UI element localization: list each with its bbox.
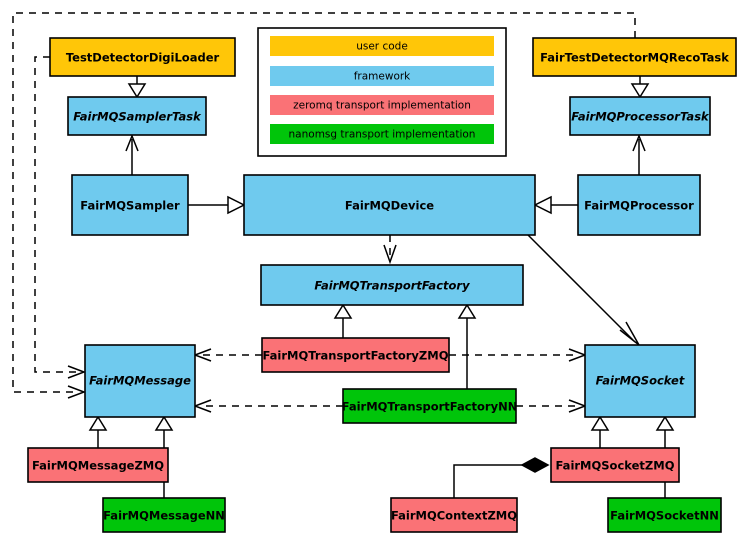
legend-label-user-code: user code — [356, 41, 408, 53]
class-box-fairmqsocketzmq[interactable] — [550, 447, 680, 483]
edge-device-to-transportfactory — [383, 235, 397, 265]
class-box-fairmqtransportfactorynn[interactable] — [342, 388, 517, 424]
class-box-fairmqprocessor[interactable] — [577, 174, 701, 236]
class-label-fairmqprocessortask: FairMQProcessorTask — [571, 110, 710, 124]
class-label-fairmqtransportfactoryzmq: FairMQTransportFactoryZMQ — [262, 349, 448, 363]
class-node-fairmqprocessortask[interactable]: FairMQProcessorTask — [569, 96, 711, 136]
edge-factorynn-to-socket — [516, 399, 588, 413]
class-box-testdetectordigiloader[interactable] — [49, 37, 236, 77]
edge-socketzmq-to-socket — [590, 415, 610, 448]
class-label-fairmqmessagenn: FairMQMessageNN — [103, 509, 225, 523]
edge-layer — [12, 12, 675, 498]
class-label-testdetectordigiloader: TestDetectorDigiLoader — [66, 51, 220, 65]
class-node-fairmqprocessor[interactable]: FairMQProcessor — [577, 174, 701, 236]
edge-factorynn-to-factory — [457, 303, 477, 389]
class-label-fairmqsocket: FairMQSocket — [596, 374, 685, 388]
legend-swatch-framework — [270, 66, 494, 86]
edge-device-to-socket — [527, 234, 640, 346]
class-box-fairmqtransportfactoryzmq[interactable] — [261, 337, 450, 373]
class-node-testdetectordigiloader[interactable]: TestDetectorDigiLoader — [49, 37, 236, 77]
class-box-fairmqsocket[interactable] — [584, 344, 696, 418]
legend: user code framework zeromq transport imp… — [257, 27, 507, 157]
class-box-fairmqsampler[interactable] — [71, 174, 189, 236]
class-box-fairmqsamplertask[interactable] — [67, 96, 207, 136]
class-label-fairmqmessage: FairMQMessage — [89, 374, 191, 388]
class-label-fairmqsocketnn: FairMQSocketNN — [610, 509, 719, 523]
class-label-fairmqtransportfactorynn: FairMQTransportFactoryNN — [342, 400, 518, 414]
edge-sampler-to-samplertask — [125, 133, 139, 175]
class-node-fairmqtransportfactorynn[interactable]: FairMQTransportFactoryNN — [342, 388, 518, 424]
class-node-fairmqsocket[interactable]: FairMQSocket — [584, 344, 696, 418]
class-box-fairmqsocketnn[interactable] — [607, 497, 722, 533]
edge-sampler-to-device — [188, 195, 246, 215]
class-box-fairmqmessagezmq[interactable] — [27, 447, 169, 483]
edge-recotask-to-processortask — [630, 76, 650, 99]
legend-label-nanomsg: nanomsg transport implementation — [289, 129, 476, 141]
class-node-fairmqmessagenn[interactable]: FairMQMessageNN — [102, 497, 226, 533]
legend-label-framework: framework — [354, 71, 411, 83]
class-label-fairmqsocketzmq: FairMQSocketZMQ — [556, 459, 675, 473]
class-node-fairmqtransportfactory[interactable]: FairMQTransportFactory — [260, 264, 524, 306]
class-box-fairtestdetectormqrecotask[interactable] — [532, 37, 737, 77]
class-node-fairmqsocketnn[interactable]: FairMQSocketNN — [607, 497, 722, 533]
class-label-fairmqsampler: FairMQSampler — [80, 199, 180, 213]
edge-processor-to-device — [533, 195, 578, 215]
edge-factorynn-to-message — [192, 399, 343, 413]
class-node-fairmqsocketzmq[interactable]: FairMQSocketZMQ — [550, 447, 680, 483]
class-box-fairmqmessage[interactable] — [84, 344, 196, 418]
class-node-fairmqdevice[interactable]: FairMQDevice — [243, 174, 536, 236]
class-node-fairmqmessage[interactable]: FairMQMessage — [84, 344, 196, 418]
edge-contextzmq-to-socketzmq — [453, 457, 550, 498]
edge-recotask-to-message — [12, 12, 636, 399]
edge-digiloader-to-samplertask — [127, 76, 147, 99]
class-label-fairmqprocessor: FairMQProcessor — [584, 199, 694, 213]
class-box-fairmqtransportfactory[interactable] — [260, 264, 524, 306]
class-box-fairmqprocessortask[interactable] — [569, 96, 711, 136]
class-node-fairmqtransportfactoryzmq[interactable]: FairMQTransportFactoryZMQ — [261, 337, 450, 373]
class-node-fairmqmessagezmq[interactable]: FairMQMessageZMQ — [27, 447, 169, 483]
class-box-fairmqmessagenn[interactable] — [102, 497, 226, 533]
class-label-fairmqcontextzmq: FairMQContextZMQ — [391, 509, 517, 523]
class-label-fairtestdetectormqrecotask: FairTestDetectorMQRecoTask — [540, 51, 729, 65]
class-box-fairmqdevice[interactable] — [243, 174, 536, 236]
class-node-fairmqsamplertask[interactable]: FairMQSamplerTask — [67, 96, 207, 136]
class-label-fairmqsamplertask: FairMQSamplerTask — [73, 110, 202, 124]
class-box-fairmqcontextzmq[interactable] — [390, 497, 518, 533]
edge-factoryzmq-to-message — [192, 348, 262, 362]
class-label-fairmqdevice: FairMQDevice — [345, 199, 434, 213]
class-node-fairtestdetectormqrecotask[interactable]: FairTestDetectorMQRecoTask — [532, 37, 737, 77]
edge-factoryzmq-to-socket — [449, 348, 588, 362]
class-label-fairmqmessagezmq: FairMQMessageZMQ — [32, 459, 164, 473]
edge-digiloader-to-message — [34, 56, 87, 379]
class-node-fairmqsampler[interactable]: FairMQSampler — [71, 174, 189, 236]
legend-swatch-nanomsg — [270, 124, 494, 144]
edge-factoryzmq-to-factory — [333, 303, 353, 338]
edge-processor-to-processortask — [632, 133, 646, 175]
node-layer: TestDetectorDigiLoader FairMQSamplerTask… — [27, 37, 737, 533]
edge-messagezmq-to-message — [88, 415, 108, 448]
class-label-fairmqtransportfactory: FairMQTransportFactory — [314, 279, 470, 293]
legend-swatch-zeromq — [270, 95, 494, 115]
class-node-fairmqcontextzmq[interactable]: FairMQContextZMQ — [390, 497, 518, 533]
legend-label-zeromq: zeromq transport implementation — [293, 100, 471, 112]
legend-swatch-user-code — [270, 36, 494, 56]
